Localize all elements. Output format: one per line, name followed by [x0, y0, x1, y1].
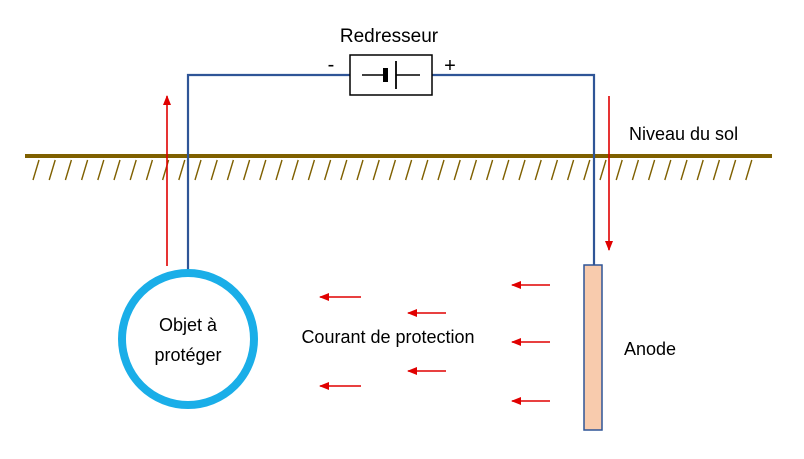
ground-hatch-mark: [194, 159, 202, 181]
ground-hatch-mark: [502, 159, 510, 181]
ground-hatch-mark: [534, 159, 542, 181]
ground-hatch-mark: [728, 159, 737, 181]
protected-object: Objet à protéger: [118, 269, 258, 409]
ground-hatch-mark: [178, 159, 186, 181]
ground-hatch-mark: [275, 159, 283, 181]
rectifier: Redresseur - +: [328, 26, 456, 96]
pipe-ring: [118, 269, 258, 409]
ground-hatch-mark: [340, 159, 348, 181]
ground-hatch-mark: [226, 159, 235, 181]
ground-hatch-mark: [680, 159, 688, 181]
ground-hatch-mark: [64, 159, 73, 181]
ground-hatch-mark: [518, 159, 526, 181]
ground-hatch-mark: [566, 159, 575, 181]
ground-level-label: Niveau du sol: [629, 124, 738, 144]
ground-hatch-mark: [323, 159, 332, 181]
ground-hatch-mark: [615, 159, 623, 181]
ground-hatch-mark: [356, 159, 364, 181]
rectifier-label: Redresseur: [340, 26, 439, 47]
ground-hatch-mark: [696, 159, 704, 181]
anode-label: Anode: [624, 339, 676, 359]
ground-hatch-mark: [745, 159, 753, 181]
ground-hatch-mark: [113, 159, 121, 181]
ground-hatch-mark: [421, 159, 429, 181]
ground-hatch-mark: [583, 159, 591, 181]
wire-negative: [186, 73, 350, 272]
ground-hatch-mark: [550, 159, 559, 181]
ground-hatch-mark: [388, 159, 397, 181]
ground-hatch-mark: [631, 159, 640, 181]
plus-sign: +: [444, 55, 456, 77]
ground-hatch-mark: [210, 159, 218, 181]
ground-hatch-mark: [712, 159, 721, 181]
ground-level: [25, 154, 772, 181]
ground-hatch-mark: [437, 159, 445, 181]
ground-hatch-mark: [469, 159, 478, 181]
object-label-line2: protéger: [154, 345, 221, 365]
anode: Anode: [583, 264, 676, 431]
ground-hatch-mark: [32, 159, 40, 181]
ground-hatch-mark: [80, 159, 89, 181]
ground-hatch-mark: [48, 159, 56, 181]
current-arrows: [163, 95, 613, 405]
ground-hatch-mark: [307, 159, 316, 181]
ground-hatch-mark: [97, 159, 105, 181]
minus-sign: -: [328, 54, 335, 76]
wire-positive: [432, 73, 596, 266]
ground-hatch-mark: [291, 159, 299, 181]
ground-hatch-mark: [599, 159, 607, 181]
anode-rod: [583, 264, 603, 431]
ground-hatch-mark: [145, 159, 154, 181]
ground-hatch-mark: [664, 159, 672, 181]
ground-hatch-mark: [485, 159, 494, 181]
ground-hatching: [32, 159, 753, 181]
object-label-line1: Objet à: [159, 315, 218, 335]
ground-hatch-mark: [259, 159, 267, 181]
ground-hatch-mark: [404, 159, 413, 181]
ground-hatch-mark: [129, 159, 137, 181]
ground-hatch-mark: [242, 159, 251, 181]
current-label: Courant de protection: [301, 327, 474, 347]
battery-short-plate: [383, 68, 388, 82]
wiring: [186, 73, 596, 272]
ground-hatch-mark: [647, 159, 656, 181]
ground-hatch-mark: [453, 159, 461, 181]
ground-hatch-mark: [372, 159, 380, 181]
